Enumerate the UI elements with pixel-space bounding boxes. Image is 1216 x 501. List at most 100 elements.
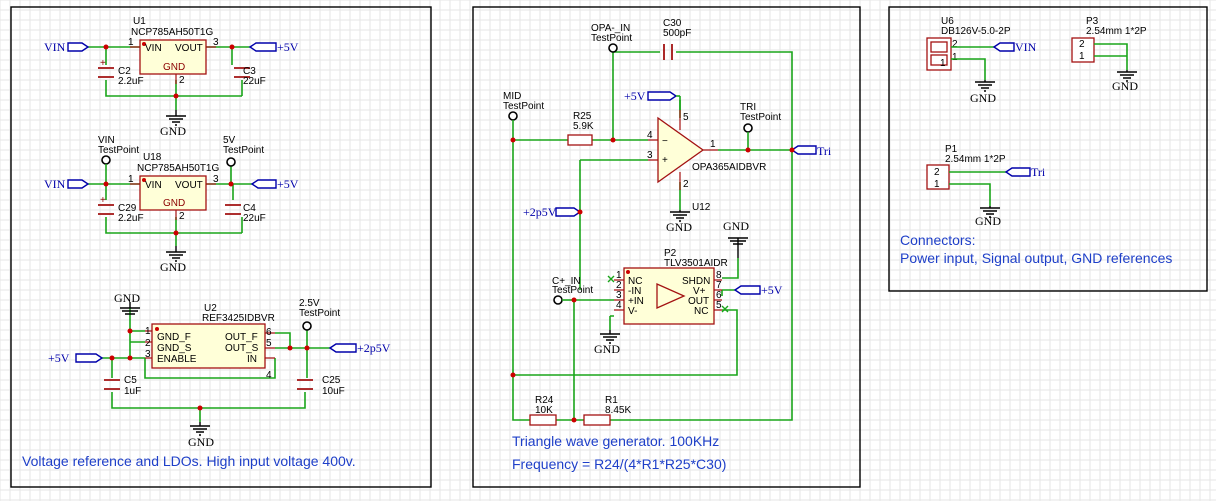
u12-plus: +: [662, 155, 668, 166]
u18-pin3: 3: [213, 174, 219, 185]
gnd-u6: GND: [970, 80, 996, 105]
c30-ref: C30: [663, 18, 682, 29]
c2-polarity: +: [100, 58, 106, 69]
triangle-note-2: Frequency = R24/(4*R1*R25*C30): [512, 456, 726, 472]
ldo-note: Voltage reference and LDOs. High input v…: [22, 453, 356, 469]
tp-mid-name: MID: [503, 91, 521, 102]
u12-part: OPA365AIDBVR: [692, 162, 766, 173]
flag-vin-u1: [67, 42, 90, 52]
c3-value: 22uF: [243, 76, 266, 87]
p2-noconnect-marks: [607, 275, 729, 313]
gnd-p1: GND: [975, 206, 1001, 228]
u1-ref: U1: [133, 16, 146, 27]
u2-pin3: 3: [145, 349, 151, 360]
p2-in-plus-pin: +IN: [628, 296, 644, 307]
tp-2v5-circle: [302, 321, 312, 331]
gnd-p2-bottom-label: GND: [594, 342, 620, 356]
r25-value: 5.9K: [573, 121, 594, 132]
p2-vplus-pin: V+: [693, 286, 706, 297]
p3-ref: P3: [1086, 16, 1099, 27]
flag-2p5v-u2: [328, 343, 357, 353]
p1-ref: P1: [945, 144, 958, 155]
triangle-sheet-frame: [472, 6, 861, 488]
c25-ref: C25: [322, 375, 341, 386]
u6-wires: [951, 46, 994, 80]
u1-pin2: 2: [179, 75, 185, 86]
u18-gnd-pin: GND: [163, 198, 185, 209]
gnd-u2-top: GND: [114, 291, 140, 315]
u2-gnd-f: GND_F: [157, 332, 191, 343]
tp-5v-type: TestPoint: [223, 145, 264, 156]
p2-pin6: 6: [716, 290, 722, 301]
p2-comparator-symbol: [656, 282, 686, 310]
gnd-p2-bottom: GND: [594, 330, 620, 356]
flag-5v-u18-label: +5V: [277, 177, 299, 191]
u12-minus: −: [662, 136, 668, 147]
tp-2v5-type: TestPoint: [299, 308, 340, 319]
p2-vminus-pin: V-: [628, 306, 637, 317]
u18-vin-pin: VIN: [145, 180, 162, 191]
r25-symbol: [567, 134, 593, 146]
u2-pin6: 6: [266, 327, 272, 338]
gnd-u12: GND: [666, 210, 692, 234]
triangle-note-1: Triangle wave generator. 100KHz: [512, 433, 719, 449]
p3-body: [1071, 37, 1095, 63]
tp-vin-type: TestPoint: [98, 145, 139, 156]
u2-pin5: 5: [266, 338, 272, 349]
flag-2p5v-tri: [555, 207, 582, 217]
p1-pin2: 2: [934, 167, 940, 178]
u1-part: NCP785AH50T1G: [131, 27, 213, 38]
r1-value: 8.45K: [605, 405, 631, 416]
u6-pin1-label: 1: [940, 58, 946, 69]
flag-tri-p1: [1004, 167, 1031, 177]
c2-symbol: [98, 67, 114, 78]
gnd-u2-top-label: GND: [114, 291, 140, 305]
c3-ref: C3: [243, 66, 256, 77]
p1-wires: [949, 171, 1006, 206]
connector-note-1: Connectors:: [900, 232, 975, 248]
gnd-u12-label: GND: [666, 220, 692, 234]
c30-value: 500pF: [663, 28, 691, 39]
p2-ref: P2: [664, 248, 677, 259]
p2-nc2-pin: NC: [694, 306, 708, 317]
u6-pin2-label: 2: [952, 39, 958, 50]
flag-5v-u18: [250, 179, 277, 189]
ldo-sheet: U1 NCP785AH50T1G VIN VOUT GND 1 3 2 + C2…: [22, 16, 391, 469]
u2-ref: U2: [204, 303, 217, 314]
tp-2v5-name: 2.5V: [299, 298, 320, 309]
r24-ref: R24: [535, 395, 554, 406]
u2-in: IN: [247, 354, 257, 365]
c25-value: 10uF: [322, 386, 345, 397]
u1-pin1: 1: [128, 37, 134, 48]
c2-value: 2.2uF: [118, 76, 144, 87]
gnd-u1-label: GND: [160, 124, 186, 138]
u2-gnd-s: GND_S: [157, 343, 192, 354]
flag-2p5v-tri-label: +2p5V: [523, 205, 557, 219]
p3-wires: [1094, 43, 1128, 70]
u2-pin4: 4: [266, 370, 272, 381]
c30-symbol: [663, 44, 673, 60]
u12-pin1: 1: [710, 139, 716, 150]
p2-pin3: 3: [616, 290, 622, 301]
connector-sheet-frame: [888, 6, 1208, 292]
c4-ref: C4: [243, 203, 256, 214]
tp-vin-name: VIN: [98, 135, 115, 146]
flag-vin-u6-label: VIN: [1015, 40, 1037, 54]
flag-tri-p1-label: Tri: [1031, 165, 1046, 179]
p3-pin2: 2: [1079, 39, 1085, 50]
ldo-junctions: [103, 44, 310, 411]
gnd-p3: GND: [1112, 70, 1138, 93]
u2-pin1: 1: [145, 326, 151, 337]
p2-in-minus-pin: -IN: [628, 286, 641, 297]
p2-pin4: 4: [616, 300, 622, 311]
u6-pin1-num: 1: [952, 52, 958, 63]
u2-enable: ENABLE: [157, 354, 197, 365]
u12-pin4: 4: [647, 130, 653, 141]
tp-cin-type: TestPoint: [552, 285, 593, 296]
u1-pin1-marker: [142, 42, 146, 46]
u18-ref: U18: [143, 152, 162, 163]
flag-2p5v-u2-label: +2p5V: [357, 341, 391, 355]
flag-5v-p2: [733, 285, 761, 295]
c29-ref: C29: [118, 203, 137, 214]
